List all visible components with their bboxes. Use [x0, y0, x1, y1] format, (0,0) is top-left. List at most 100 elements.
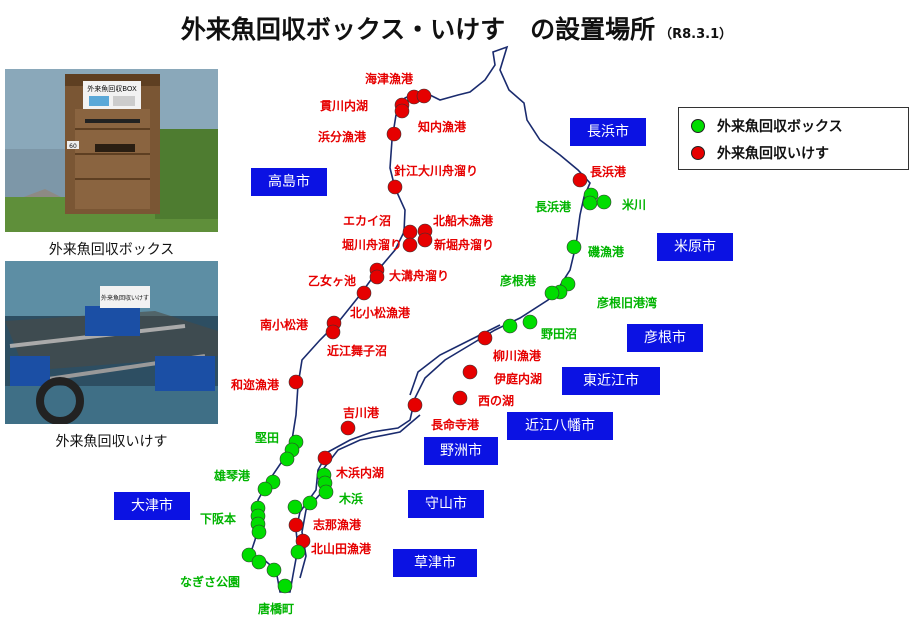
ikesu-marker [407, 397, 423, 413]
ikesu-sign-text: 外来魚回収いけす [101, 294, 149, 302]
box-number-text: 60 [69, 143, 77, 150]
ikesu-marker [402, 224, 418, 240]
box-marker [279, 451, 295, 467]
box-marker [277, 578, 293, 594]
box-location-label: 彦根旧港湾 [597, 296, 658, 310]
city-hikone: 彦根市 [627, 324, 703, 352]
ikesu-marker [325, 324, 341, 340]
ikesu-marker [477, 330, 493, 346]
ikesu-location-label: 知内漁港 [418, 120, 467, 134]
box-marker [266, 562, 282, 578]
ikesu-marker [416, 88, 432, 104]
ikesu-marker [572, 172, 588, 188]
ikesu-location-label: 柳川漁港 [493, 349, 542, 363]
legend-item-ikesu: 外来魚回収いけす [691, 141, 829, 165]
ikesu-location-label: 和迩漁港 [231, 378, 280, 392]
ikesu-location-label: 針江大川舟溜り [394, 164, 479, 178]
ikesu-location-label: 西の湖 [478, 394, 515, 408]
legend-label-ikesu: 外来魚回収いけす [717, 146, 829, 162]
box-marker [582, 195, 598, 211]
ikesu-marker [387, 179, 403, 195]
ikesu-marker [369, 269, 385, 285]
ikesu-location-label: 長命寺港 [431, 418, 480, 432]
ikesu-photo-caption: 外来魚回収いけす [55, 434, 168, 450]
legend: 外来魚回収ボックス 外来魚回収いけす [678, 107, 909, 170]
ikesu-marker [386, 126, 402, 142]
ikesu-location-label: 木浜内湖 [336, 466, 385, 480]
ikesu-location-label: 北山田漁港 [311, 542, 372, 556]
box-marker [251, 524, 267, 540]
box-marker [241, 547, 257, 563]
ikesu-location-label: 伊庭内湖 [494, 372, 543, 386]
ikesu-marker [340, 420, 356, 436]
ikesu-location-label: 吉川港 [343, 406, 380, 420]
city-otsu: 大津市 [114, 492, 190, 520]
page-title: 外来魚回収ボックス・いけす の設置場所（R8.3.1） [0, 10, 913, 46]
ikesu-marker [417, 232, 433, 248]
ikesu-marker [288, 517, 304, 533]
box-location-label: 長浜港 [535, 200, 572, 214]
box-location-label: 雄琴港 [214, 469, 251, 483]
ikesu-location-label: 大溝舟溜り [389, 269, 450, 283]
city-yasu: 野洲市 [424, 437, 498, 465]
ikesu-location-label: 南小松港 [260, 318, 309, 332]
city-takashima: 高島市 [251, 168, 327, 196]
box-marker [290, 544, 306, 560]
legend-item-box: 外来魚回収ボックス [691, 114, 843, 138]
box-marker [596, 194, 612, 210]
city-higashiomi: 東近江市 [562, 367, 660, 395]
ikesu-marker [288, 374, 304, 390]
ikesu-photo: 外来魚回収いけす [5, 261, 218, 424]
green-dot-icon [691, 119, 705, 133]
ikesu-marker [394, 103, 410, 119]
box-marker [544, 285, 560, 301]
city-maibara: 米原市 [657, 233, 733, 261]
box-location-label: 堅田 [255, 431, 280, 445]
box-location-label: 磯漁港 [588, 245, 625, 259]
box-marker [522, 314, 538, 330]
box-location-label: 下阪本 [200, 512, 237, 526]
ikesu-location-label: 堀川舟溜り [342, 238, 403, 252]
city-moriyama: 守山市 [408, 490, 484, 518]
ikesu-location-label: 貫川内湖 [320, 99, 369, 113]
title-date: （R8.3.1） [659, 27, 733, 42]
red-dot-icon [691, 146, 705, 160]
ikesu-location-label: 近江舞子沼 [327, 344, 388, 358]
ikesu-location-label: 新堀舟溜り [434, 238, 495, 252]
box-marker [502, 318, 518, 334]
box-location-label: 彦根港 [500, 274, 537, 288]
ikesu-marker [317, 450, 333, 466]
ikesu-location-label: 志那漁港 [313, 518, 362, 532]
ikesu-location-label: 浜分漁港 [318, 130, 367, 144]
city-omihachiman: 近江八幡市 [507, 412, 613, 440]
ikesu-location-label: 海津漁港 [365, 72, 414, 86]
box-marker [566, 239, 582, 255]
ikesu-marker [356, 285, 372, 301]
title-main: 外来魚回収ボックス・いけす の設置場所 [180, 15, 656, 44]
lake-biwa-outline [248, 45, 591, 593]
box-marker [251, 554, 267, 570]
box-marker [287, 499, 303, 515]
box-location-label: 野田沼 [541, 327, 578, 341]
box-location-label: 米川 [622, 198, 647, 212]
ikesu-location-label: 北小松漁港 [350, 306, 411, 320]
ikesu-location-label: 北船木漁港 [433, 214, 494, 228]
ikesu-location-label: 長浜港 [590, 165, 627, 179]
box-location-label: なぎさ公園 [180, 575, 241, 589]
box-location-label: 唐橋町 [258, 602, 295, 616]
city-nagahama: 長浜市 [570, 118, 646, 146]
box-photo: 外来魚回収BOX 60 [5, 69, 218, 232]
box-photo-caption: 外来魚回収ボックス [48, 242, 175, 258]
ikesu-marker [462, 364, 478, 380]
ikesu-location-label: 乙女ヶ池 [308, 274, 357, 288]
legend-label-box: 外来魚回収ボックス [717, 119, 843, 135]
box-sign-text: 外来魚回収BOX [87, 84, 137, 93]
box-location-label: 木浜 [339, 492, 364, 506]
box-marker [318, 484, 334, 500]
ikesu-marker [402, 237, 418, 253]
box-marker [302, 495, 318, 511]
ikesu-marker [452, 390, 468, 406]
ikesu-location-label: エカイ沼 [343, 214, 392, 228]
city-kusatsu: 草津市 [393, 549, 477, 577]
